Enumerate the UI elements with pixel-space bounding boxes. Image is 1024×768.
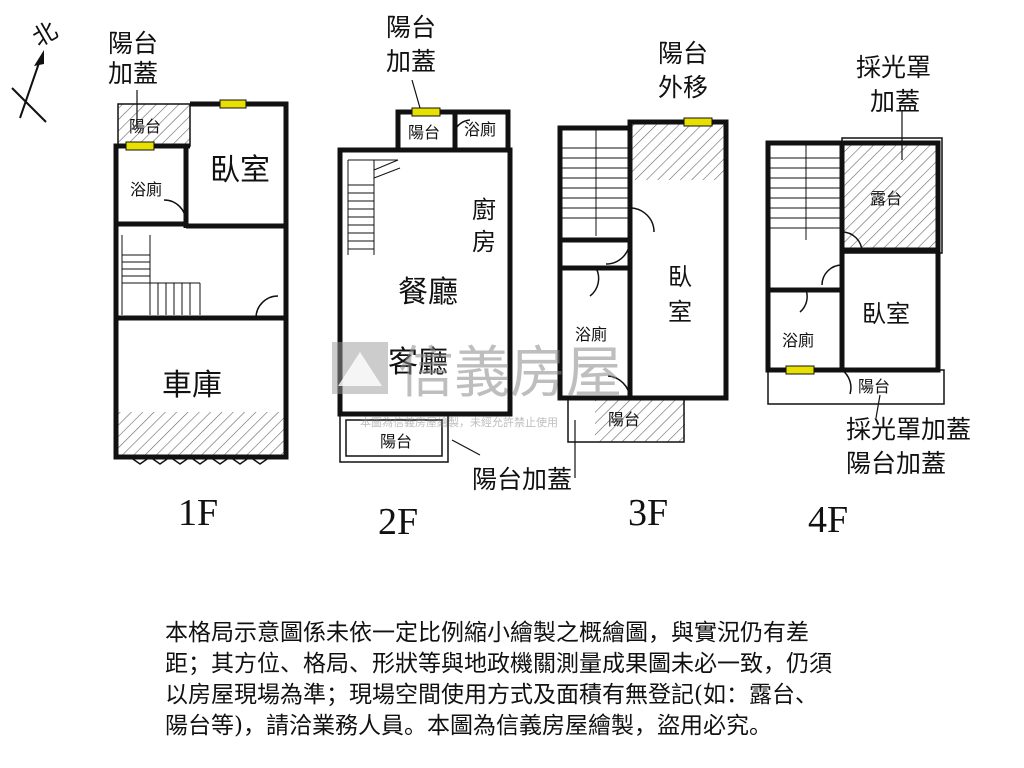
disclaimer-line: 陽台等)，請洽業務人員。本圖為信義房屋繪製，盜用必究。: [165, 713, 772, 739]
watermark-logo-icon: [332, 342, 388, 394]
room-label-2f-dining: 餐廳: [398, 275, 458, 310]
floor-label-1f: 1F: [178, 492, 218, 534]
floor-plan-4f: [765, 110, 945, 419]
room-label-2f-living: 客廳: [388, 345, 448, 380]
callout-4f-skylight-cover-line1: 採光罩: [856, 53, 931, 82]
disclaimer-text: 本格局示意圖係未依一定比例縮小繪製之概繪圖，與實況仍有差 距；其方位、格局、形狀…: [165, 618, 1015, 742]
room-label-4f-bathroom: 浴廁: [782, 331, 814, 350]
window-icon: [411, 107, 441, 117]
room-label-2f-front-balcony: 陽台: [380, 432, 412, 451]
callout-2f-front-balcony-cover: 陽台加蓋: [472, 465, 572, 494]
room-label-2f-bathroom: 浴廁: [464, 120, 496, 139]
room-label-3f-bathroom: 浴廁: [575, 325, 607, 344]
window-icon: [125, 141, 155, 151]
window-icon: [683, 117, 713, 127]
floor-label-4f: 4F: [808, 499, 848, 541]
watermark-fine-print: 本圖為信義房屋繪製，未經允許禁止使用: [360, 415, 558, 429]
room-label-1f-bathroom: 浴廁: [130, 180, 162, 199]
room-label-3f-bedroom-line1: 臥: [668, 263, 692, 291]
room-label-1f-garage: 車庫: [162, 368, 222, 403]
floor-label-3f: 3F: [628, 492, 668, 534]
room-label-1f-bedroom: 臥室: [210, 153, 270, 188]
room-label-4f-bedroom: 臥室: [862, 300, 910, 328]
compass-label: 北: [28, 16, 63, 52]
north-arrow-icon: [11, 50, 47, 123]
callout-4f-skylight-balcony-line2: 陽台加蓋: [846, 449, 946, 478]
room-label-1f-balcony: 陽台: [129, 117, 161, 136]
callout-1f-balcony-cover-line1: 陽台: [108, 29, 158, 58]
callout-3f-balcony-moved-line2: 外移: [658, 73, 708, 102]
callout-4f-skylight-cover-line2: 加蓋: [870, 87, 920, 116]
room-label-2f-kitchen-line2: 房: [472, 228, 496, 256]
room-label-4f-balcony: 陽台: [858, 377, 890, 396]
disclaimer-line: 距；其方位、格局、形狀等與地政機關測量成果圖未必一致，仍須: [165, 651, 832, 677]
watermark: 信義房屋 本圖為信義房屋繪製，未經允許禁止使用: [332, 341, 622, 429]
floor-label-2f: 2F: [378, 501, 418, 543]
floor-plan-2f: [337, 79, 513, 463]
floor-plan-1f: [113, 90, 289, 465]
room-label-3f-balcony: 陽台: [608, 410, 640, 429]
window-icon: [785, 365, 815, 375]
floor-plan-3f: [557, 117, 729, 478]
watermark-brand: 信義房屋: [398, 341, 622, 406]
window-icon: [219, 99, 247, 109]
disclaimer-line: 以房屋現場為準；現場空間使用方式及面積有無登記(如：露台、: [165, 682, 818, 708]
callout-4f-skylight-balcony-line1: 採光罩加蓋: [846, 415, 971, 444]
room-label-3f-bedroom-line2: 室: [668, 298, 692, 326]
callout-3f-balcony-moved-line1: 陽台: [658, 39, 708, 68]
callout-2f-balcony-cover-line1: 陽台: [386, 13, 436, 42]
callout-2f-balcony-cover-line2: 加蓋: [386, 47, 436, 76]
callout-1f-balcony-cover-line2: 加蓋: [108, 59, 158, 88]
room-label-2f-kitchen-line1: 廚: [472, 196, 496, 224]
disclaimer-line: 本格局示意圖係未依一定比例縮小繪製之概繪圖，與實況仍有差: [165, 620, 809, 646]
room-label-2f-rear-balcony: 陽台: [408, 123, 440, 142]
room-label-4f-terrace: 露台: [870, 189, 902, 208]
